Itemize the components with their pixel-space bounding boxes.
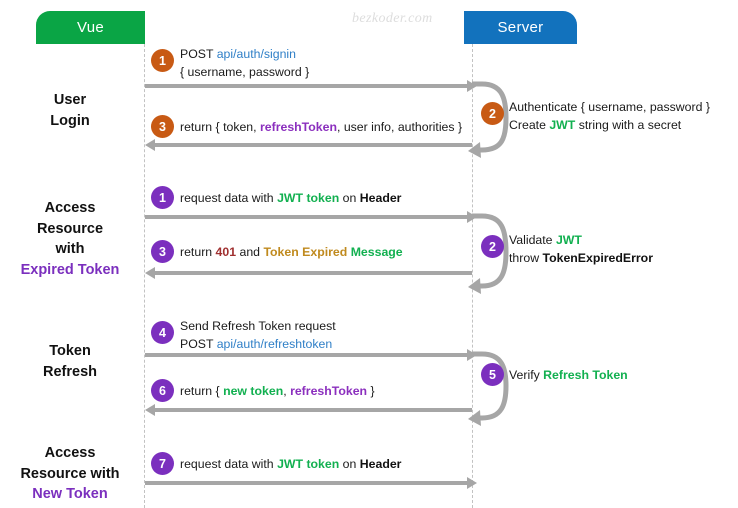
message-text-signin-response: return { token, refreshToken, user info,…: [180, 120, 463, 134]
arrow-signin-response: [145, 139, 472, 151]
message-text-validate-jwt: Validate JWT throw TokenExpiredError: [509, 232, 653, 268]
message-text-signin-request: POST api/auth/signin { username, passwor…: [180, 46, 309, 82]
step-badge-4: 1: [151, 186, 174, 209]
message-text-request-with-jwt: request data with JWT token on Header: [180, 191, 402, 205]
message-line: Validate JWT: [509, 233, 582, 247]
message-text-authenticate: Authenticate { username, password } Crea…: [509, 99, 710, 135]
message-line: POST api/auth/signin: [180, 47, 296, 61]
step-badge-1: 1: [151, 49, 174, 72]
phase-label-line: Token: [49, 343, 91, 359]
phase-label-line: Resource: [36, 220, 104, 237]
phase-label-highlight: New Token: [32, 486, 108, 503]
lifeline-client: [144, 34, 145, 508]
watermark: bezkoder.com: [352, 11, 433, 26]
phase-label-token-refresh: Token Refresh: [0, 341, 140, 382]
step-badge-number: 6: [159, 383, 166, 398]
step-badge-number: 2: [489, 239, 496, 254]
message-text-request-new-token: request data with JWT token on Header: [180, 457, 402, 471]
phase-label-line: Access: [44, 200, 96, 216]
message-text-refresh-request: Send Refresh Token request POST api/auth…: [180, 318, 336, 354]
step-badge-number: 2: [489, 106, 496, 121]
phase-label-line: with: [55, 241, 85, 258]
step-badge-6: 3: [151, 240, 174, 263]
arrow-401-response: [145, 267, 472, 279]
message-text-401-response: return 401 and Token Expired Message: [180, 245, 403, 259]
step-badge-number: 3: [159, 119, 166, 134]
phase-label-line: User: [53, 92, 87, 108]
step-badge-number: 3: [159, 244, 166, 259]
phase-label-access-new: Access Resource with New Token: [0, 443, 140, 505]
phase-label-line: Resource with: [20, 465, 120, 482]
actor-client-vue: Vue: [36, 11, 145, 44]
lifeline-server: [472, 34, 473, 508]
step-badge-5: 2: [481, 235, 504, 258]
phase-label-line: Access: [44, 445, 96, 461]
step-badge-number: 5: [489, 367, 496, 382]
phase-label-highlight: Expired Token: [20, 261, 120, 278]
message-line: Create JWT string with a secret: [509, 117, 682, 132]
step-badge-7: 4: [151, 321, 174, 344]
step-badge-8: 5: [481, 363, 504, 386]
phase-label-line: Login: [50, 112, 90, 129]
actor-server: Server: [464, 11, 577, 44]
message-text-new-token-response: return { new token, refreshToken }: [180, 384, 375, 398]
step-badge-number: 1: [159, 53, 166, 68]
message-line: POST api/auth/refreshtoken: [180, 336, 333, 351]
step-badge-9: 6: [151, 379, 174, 402]
message-text-verify-refresh-token: Verify Refresh Token: [509, 368, 628, 382]
step-badge-10: 7: [151, 452, 174, 475]
self-loop-arrow-verify: [468, 351, 509, 426]
arrow-request-expired: [145, 211, 477, 223]
message-line: Send Refresh Token request: [180, 319, 336, 333]
step-badge-number: 7: [159, 456, 166, 471]
self-loop-arrow-authenticate: [468, 81, 509, 158]
message-line: { username, password }: [180, 64, 310, 79]
message-line: throw TokenExpiredError: [509, 250, 653, 265]
arrow-new-token-response: [145, 404, 472, 416]
step-badge-3: 3: [151, 115, 174, 138]
message-line: Authenticate { username, password }: [509, 100, 710, 114]
phase-label-access-expired: Access Resource with Expired Token: [0, 198, 140, 280]
actor-client-label: Vue: [76, 19, 105, 36]
arrow-signin-request: [145, 80, 477, 92]
actor-server-label: Server: [497, 19, 544, 36]
step-badge-number: 1: [159, 190, 166, 205]
phase-label-user-login: User Login: [0, 90, 140, 131]
arrow-request-new-token: [145, 477, 477, 489]
self-loop-arrow-validate: [468, 213, 509, 294]
step-badge-number: 4: [159, 325, 166, 340]
step-badge-2: 2: [481, 102, 504, 125]
phase-label-line: Refresh: [43, 363, 97, 380]
